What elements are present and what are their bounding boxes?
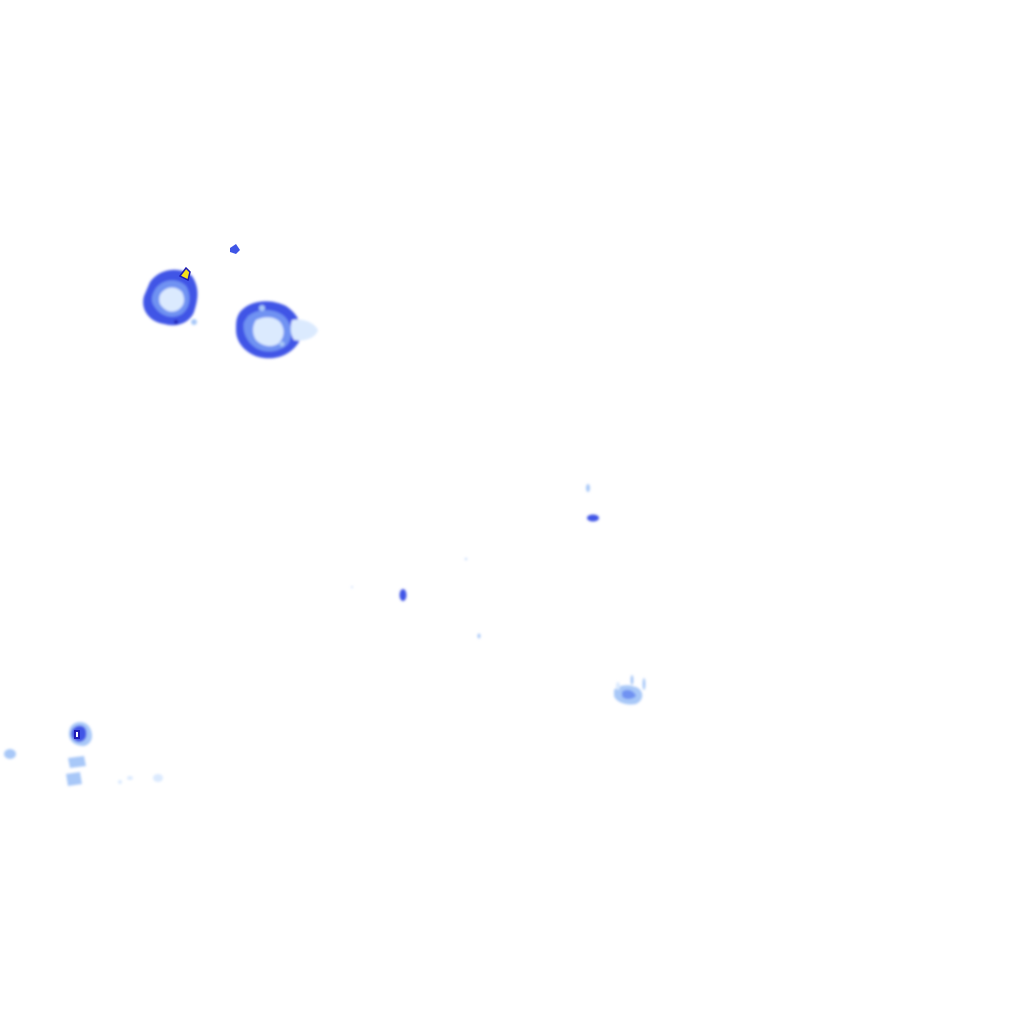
echo-southeast-cluster-spike — [642, 678, 646, 690]
echo-southwest-cluster-speck — [127, 776, 133, 780]
echo-central-small-dot — [465, 558, 467, 560]
echo-southeast-cluster-spike — [616, 682, 620, 690]
echo-southeast-cluster — [614, 675, 646, 705]
echo-central-small-dot — [351, 586, 353, 588]
echo-southwest-cluster-peak-center — [76, 732, 78, 737]
storm-cell-central-inner — [253, 317, 284, 347]
storm-cell-central-speck — [259, 305, 265, 311]
echo-southeast-cluster-core — [622, 689, 636, 699]
echo-southwest-cluster-lower — [66, 772, 82, 786]
storm-cell-west-speck — [174, 320, 178, 324]
small-echo-north — [230, 244, 240, 254]
storm-cell-central-tail — [290, 319, 318, 341]
echo-southwest-cluster-speck — [4, 749, 16, 759]
storm-cell-central-speck — [279, 341, 285, 347]
storm-cell-west — [143, 269, 198, 326]
echo-southwest-cluster-speck — [118, 780, 122, 784]
echo-central-small — [351, 558, 481, 639]
echo-east-pair-lower — [587, 514, 599, 522]
echo-southwest-cluster-lower — [68, 756, 86, 768]
storm-cell-west-inner — [159, 287, 185, 312]
echo-southwest-cluster-speck — [153, 774, 163, 782]
echo-central-small-dot — [477, 633, 481, 639]
storm-cell-central — [236, 301, 318, 359]
echo-east-pair-upper — [586, 484, 590, 492]
echo-southwest-cluster — [4, 722, 163, 786]
echo-central-small-main — [399, 589, 407, 601]
storm-cell-west-peak — [178, 266, 191, 282]
echo-southeast-cluster-spike — [630, 675, 634, 685]
storm-cell-west-speck — [191, 319, 197, 325]
echo-east-pair — [586, 484, 599, 522]
